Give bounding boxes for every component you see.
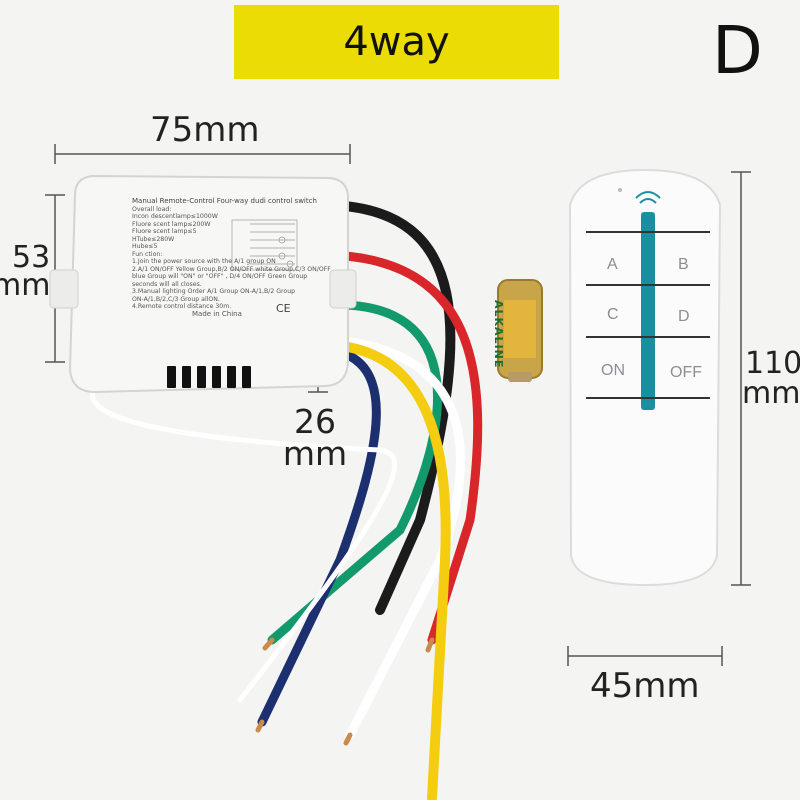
mounting-tab bbox=[49, 269, 79, 309]
battery-label: ALKALINE bbox=[492, 300, 505, 369]
module-depth-value: 26 bbox=[294, 402, 336, 441]
receiver-label-line: ON-A/1,B/2,C/3 Group allON. bbox=[132, 295, 220, 303]
receiver-label-line: 2.A/1 ON/OFF Yellow Group,B/2 ON/OFF whi… bbox=[132, 265, 331, 273]
receiver-label-line: Incon descentlamp≤1000W bbox=[132, 213, 218, 220]
receiver-label-line: Fluore scent lamp≤200W bbox=[132, 220, 211, 228]
receiver-label-line: seconds will all closes. bbox=[132, 280, 202, 288]
receiver-label-line: Fun ction: bbox=[132, 250, 163, 258]
red-wire bbox=[325, 250, 483, 645]
remote-button-b[interactable]: B bbox=[678, 256, 689, 273]
remote-accent-strip bbox=[641, 212, 655, 410]
receiver-label-line: HTube≤280W bbox=[132, 235, 175, 243]
receiver-label-line: Overall load: bbox=[132, 205, 172, 213]
receiver-label-line: 4.Remote control distance 30m. bbox=[132, 303, 232, 310]
title-banner: 4way bbox=[234, 5, 559, 79]
receiver-label-line: blue Group will "ON" or "OFF" , D/4 ON/O… bbox=[132, 273, 308, 280]
banner-text: 4way bbox=[343, 19, 450, 65]
receiver-label-line: 3.Manual lighting Order A/1 Group ON-A/1… bbox=[132, 288, 296, 295]
module-width-label: 75mm bbox=[150, 110, 260, 150]
yellow-wire bbox=[325, 340, 451, 800]
receiver-label: Manual Remote-Control Four-way dudi cont… bbox=[132, 197, 342, 318]
receiver-origin: Made in China bbox=[192, 309, 242, 318]
remote-control bbox=[568, 168, 722, 587]
vent-slots bbox=[167, 366, 251, 388]
module-depth-unit: mm bbox=[282, 434, 348, 473]
receiver-label-line: Hube≤5 bbox=[132, 243, 158, 250]
ce-mark: CE bbox=[276, 302, 291, 315]
remote-height-unit: mm bbox=[742, 376, 800, 411]
wiring-diagram bbox=[231, 219, 298, 271]
mounting-tab bbox=[329, 269, 357, 309]
variant-letter: D bbox=[712, 12, 763, 89]
remote-button-c[interactable]: C bbox=[607, 306, 619, 323]
module-height-unit: mm bbox=[0, 268, 51, 303]
receiver-label-line: 1.Join the power source with the A/1 gro… bbox=[132, 258, 276, 265]
led-indicator-icon bbox=[618, 188, 622, 192]
remote-button-d[interactable]: D bbox=[678, 308, 690, 325]
white-loop-wire bbox=[90, 377, 398, 703]
remote-width-label: 45mm bbox=[590, 666, 700, 706]
remote-button-on[interactable]: ON bbox=[601, 362, 625, 379]
signal-icon bbox=[635, 191, 661, 204]
remote-height-value: 110 bbox=[745, 346, 800, 381]
module-height-value: 53 bbox=[12, 240, 51, 275]
receiver-label-line: Fluore scent lamp≤5 bbox=[132, 228, 197, 235]
remote-button-off[interactable]: OFF bbox=[670, 364, 702, 381]
remote-button-a[interactable]: A bbox=[607, 256, 618, 273]
wires bbox=[90, 200, 483, 800]
blue-wire bbox=[257, 345, 381, 727]
battery bbox=[497, 279, 543, 382]
receiver-label-title: Manual Remote-Control Four-way dudi cont… bbox=[132, 197, 317, 205]
receiver-module bbox=[49, 174, 357, 394]
